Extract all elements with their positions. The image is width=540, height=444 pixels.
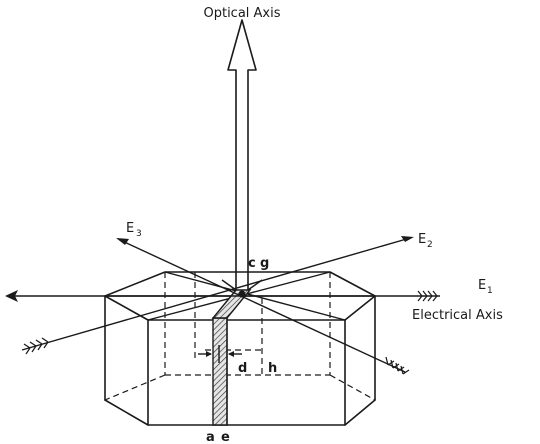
optical-axis-arrow: [227, 19, 257, 293]
label-e1: E 1: [478, 278, 493, 296]
svg-text:1: 1: [487, 286, 493, 296]
thickness-marker: [198, 345, 242, 363]
svg-text:2: 2: [427, 240, 433, 250]
label-e: e: [221, 430, 230, 444]
svg-text:E: E: [126, 221, 134, 236]
optical-axis-label: Optical Axis: [203, 6, 280, 21]
prism-visible-edges: [104, 295, 376, 426]
svg-text:E: E: [478, 278, 486, 293]
svg-text:E: E: [418, 232, 426, 247]
prism-hidden-edges: [104, 272, 376, 401]
label-c: c: [248, 256, 256, 271]
label-a: a: [206, 430, 215, 444]
label-d: d: [238, 361, 247, 376]
electrical-axis-label: Electrical Axis: [412, 308, 503, 323]
label-h: h: [268, 361, 277, 376]
edge-pointer-arrows: [221, 279, 263, 291]
axis-e3: [116, 238, 410, 375]
electrical-axis-e1: [5, 290, 440, 302]
prism-bottom-face: [104, 399, 376, 426]
axis-e2: [21, 236, 414, 355]
label-g: g: [260, 256, 269, 271]
label-e3: E 3: [126, 221, 142, 239]
center-point: [238, 290, 246, 298]
label-e2: E 2: [418, 232, 433, 250]
svg-text:3: 3: [136, 229, 142, 239]
